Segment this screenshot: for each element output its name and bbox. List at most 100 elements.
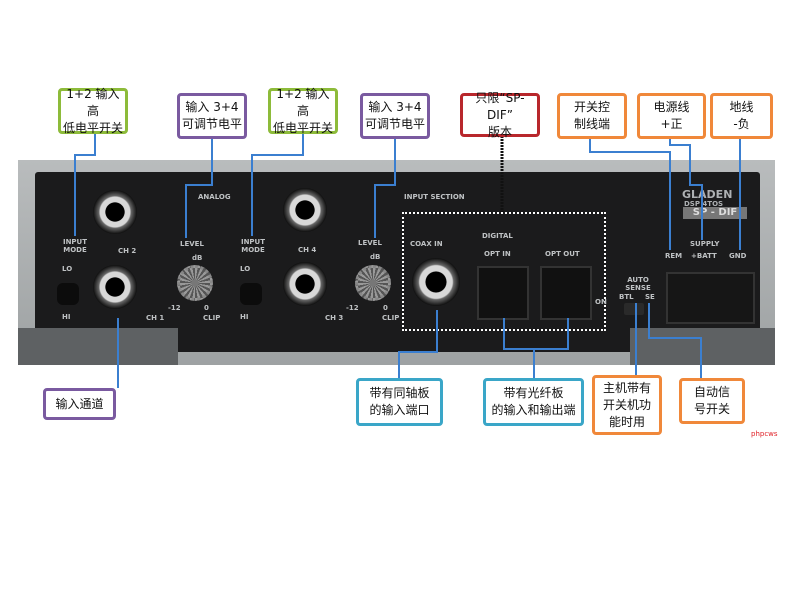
callout-text: 输入 3+4 bbox=[185, 100, 239, 114]
leader-line bbox=[185, 135, 213, 238]
clip-label: CLIP bbox=[382, 314, 400, 322]
rca-jack-ch4[interactable] bbox=[283, 188, 327, 232]
callout-head-unit: 主机带有开关机功能时用 bbox=[592, 375, 662, 435]
callout-text: 输入通道 bbox=[55, 396, 104, 411]
callout-text: 低电平开关 bbox=[272, 120, 333, 135]
callout-text: 带有光纤板 bbox=[503, 386, 564, 400]
power-terminal-block[interactable] bbox=[666, 272, 755, 324]
callout-text: 主机带有 bbox=[602, 380, 651, 395]
callout-text: 低电平开关 bbox=[62, 120, 123, 135]
input-mode-switch-12[interactable] bbox=[57, 283, 79, 305]
auto-sense-switch[interactable] bbox=[624, 303, 644, 315]
rca-jack-ch1[interactable] bbox=[93, 265, 137, 309]
rca-jack-ch3[interactable] bbox=[283, 262, 327, 306]
callout-remote: 开关控制线端 bbox=[557, 93, 627, 139]
digital-label: DIGITAL bbox=[482, 232, 513, 240]
variant-badge: SP - DIF bbox=[683, 207, 747, 219]
callout-text: 的输入端口 bbox=[369, 403, 430, 417]
callout-text: 可调节电平 bbox=[364, 117, 425, 131]
opt-in-label: OPT IN bbox=[484, 250, 511, 258]
db-label: dB bbox=[370, 253, 381, 261]
leader-line bbox=[648, 303, 702, 378]
level-knob-12[interactable] bbox=[177, 265, 213, 301]
leader-line bbox=[589, 135, 671, 250]
chassis-foot bbox=[630, 328, 775, 365]
callout-auto-switch: 自动信号开关 bbox=[679, 378, 745, 424]
rca-jack-ch2[interactable] bbox=[93, 190, 137, 234]
max-label: 0 bbox=[383, 304, 388, 312]
chassis-foot bbox=[18, 328, 178, 365]
callout-text: 1+2 输入高 bbox=[276, 86, 330, 118]
callout-text: 能时用 bbox=[608, 414, 645, 429]
callout-text: 带有同轴板 bbox=[369, 386, 430, 400]
lo-label: LO bbox=[62, 265, 73, 273]
rear-panel bbox=[35, 172, 760, 352]
min-label: -12 bbox=[346, 304, 359, 312]
callout-text: 地线 bbox=[729, 100, 754, 114]
level-knob-34[interactable] bbox=[355, 265, 391, 301]
min-label: -12 bbox=[168, 304, 181, 312]
rem-label: REM bbox=[665, 252, 683, 260]
optical-out-port[interactable] bbox=[540, 266, 592, 320]
leader-line bbox=[74, 133, 96, 236]
callout-level-34: 输入 3+4 可调节电平 bbox=[360, 93, 430, 139]
callout-text: 电源线 bbox=[653, 100, 690, 114]
callout-coax: 带有同轴板的输入端口 bbox=[356, 378, 443, 426]
callout-ground: 地线 -负 bbox=[710, 93, 773, 139]
input-mode-switch-34[interactable] bbox=[240, 283, 262, 305]
coax-in-label: COAX IN bbox=[410, 240, 443, 248]
callout-text: 只限“SP-DIF” bbox=[475, 90, 525, 122]
callout-text: -负 bbox=[733, 117, 750, 131]
ch2-label: CH 2 bbox=[118, 247, 137, 255]
watermark: phpcws bbox=[751, 430, 778, 438]
callout-text: 制线端 bbox=[573, 117, 610, 131]
callout-text: 开关机功 bbox=[602, 397, 651, 412]
callout-input-mode-12: 1+2 输入高低电平开关 bbox=[268, 86, 338, 135]
input-section-label: INPUT SECTION bbox=[404, 193, 465, 201]
max-label: 0 bbox=[204, 304, 209, 312]
ch1-label: CH 1 bbox=[146, 314, 165, 322]
batt-label: +BATT bbox=[691, 252, 717, 260]
ch4-label: CH 4 bbox=[298, 246, 317, 254]
leader-line bbox=[669, 135, 703, 240]
callout-power: 电源线 +正 bbox=[637, 93, 706, 139]
coax-in-jack[interactable] bbox=[412, 258, 460, 306]
clip-label: CLIP bbox=[203, 314, 221, 322]
callout-text: 的输入和输出端 bbox=[491, 403, 576, 417]
leader-line bbox=[503, 318, 569, 350]
leader-line bbox=[374, 135, 396, 238]
callout-input-channel: 输入通道 bbox=[43, 388, 116, 420]
callout-spdif-only: 只限“SP-DIF” 版本 bbox=[460, 90, 540, 139]
opt-out-label: OPT OUT bbox=[545, 250, 580, 258]
callout-input-mode-12: 1+2 输入高低电平开关 bbox=[58, 86, 128, 135]
ch3-label: CH 3 bbox=[325, 314, 344, 322]
db-label: dB bbox=[192, 254, 203, 262]
leader-line bbox=[398, 310, 438, 378]
input-mode-label: INPUT MODE bbox=[62, 238, 88, 254]
optical-in-port[interactable] bbox=[477, 266, 529, 320]
btl-label: BTL bbox=[619, 293, 634, 301]
level-label: LEVEL bbox=[358, 239, 382, 247]
model-label: DSP 4TOS bbox=[684, 200, 724, 208]
gnd-label: GND bbox=[729, 252, 747, 260]
on-label: ON bbox=[595, 298, 607, 306]
auto-sense-label: AUTO SENSE bbox=[625, 276, 651, 292]
callout-text: 1+2 输入高 bbox=[66, 86, 120, 118]
level-label: LEVEL bbox=[180, 240, 204, 248]
callout-text: +正 bbox=[660, 117, 683, 131]
lo-label: LO bbox=[240, 265, 251, 273]
supply-label: SUPPLY bbox=[690, 240, 720, 248]
callout-text: 输入 3+4 bbox=[368, 100, 422, 114]
callout-text: 号开关 bbox=[693, 402, 730, 416]
se-label: SE bbox=[645, 293, 655, 301]
callout-optical: 带有光纤板的输入和输出端 bbox=[483, 378, 584, 426]
analog-label: ANALOG bbox=[198, 193, 231, 201]
hi-label: HI bbox=[240, 313, 249, 321]
input-mode-label: INPUT MODE bbox=[240, 238, 266, 254]
callout-text: 版本 bbox=[487, 124, 512, 139]
leader-line bbox=[251, 133, 304, 236]
callout-text: 开关控 bbox=[573, 100, 610, 114]
